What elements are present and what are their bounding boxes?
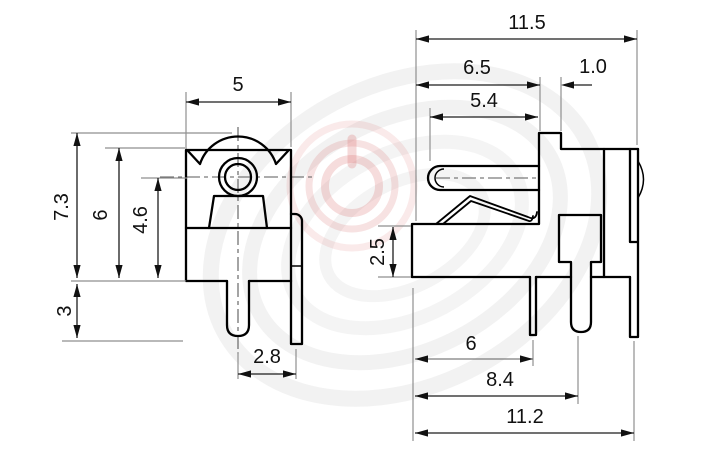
front-view <box>184 135 304 346</box>
dim-front-total-height: 7.3 <box>51 193 73 221</box>
side-view <box>410 131 645 339</box>
dimension-labels: 5 7.3 6 4.6 3 2.8 11.5 6.5 1.0 5.4 2.5 6… <box>51 12 607 428</box>
watermark-emblem-icon <box>286 120 418 252</box>
side-center-terminal <box>557 213 603 334</box>
side-front-pin <box>528 275 538 337</box>
dim-front-shoulder-height: 6 <box>90 209 112 220</box>
front-body-outline <box>184 148 293 283</box>
dim-side-base-height: 2.5 <box>367 238 389 266</box>
side-spring-contact-inner <box>442 200 534 225</box>
side-barrel <box>426 164 541 192</box>
front-dome <box>186 135 290 166</box>
dim-side-pin3-offset: 11.2 <box>506 406 543 428</box>
dim-side-pin2-offset: 8.4 <box>486 369 514 391</box>
dim-side-total-width: 11.5 <box>508 12 545 34</box>
front-side-tab <box>289 212 304 346</box>
side-rear-shield <box>602 147 640 339</box>
dim-side-front-depth: 6.5 <box>463 57 491 79</box>
front-center-pin <box>225 279 251 338</box>
side-barrel-inner-cap <box>434 168 445 188</box>
dimension-lines <box>73 35 637 437</box>
dim-front-pin-pitch: 2.8 <box>253 346 281 368</box>
side-body-outline <box>410 131 640 279</box>
dim-front-center-height: 4.6 <box>130 206 152 234</box>
front-trapezoid-boss <box>207 194 269 230</box>
watermark-swirl <box>202 63 608 407</box>
dim-front-width: 5 <box>232 74 243 96</box>
dim-front-pin-length: 3 <box>54 305 76 316</box>
front-jack-hole-inner <box>223 162 253 192</box>
side-rear-boss <box>637 160 645 199</box>
dim-side-barrel-length: 5.4 <box>470 90 498 112</box>
dim-side-pin1-offset: 6 <box>465 333 476 355</box>
dim-side-flange-thickness: 1.0 <box>579 56 607 78</box>
